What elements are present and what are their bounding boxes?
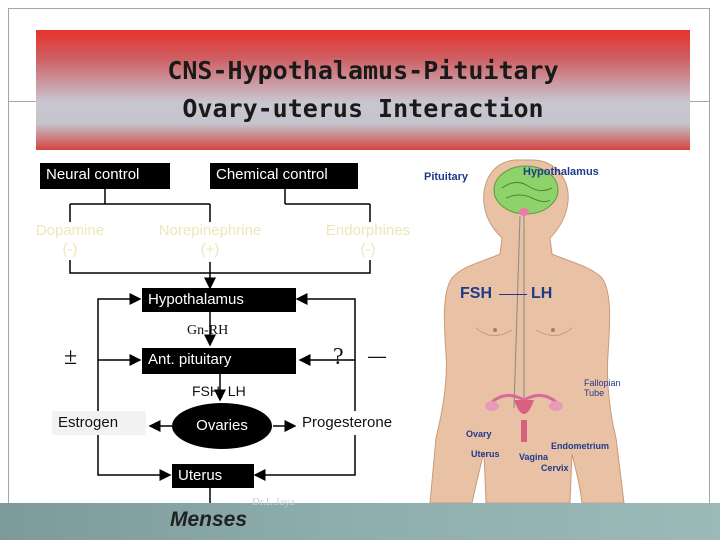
anatomy-label-vagina: Vagina — [519, 452, 549, 462]
vagina-organ — [521, 420, 527, 442]
chemical-branch-line — [284, 189, 371, 222]
pituitary-label: Ant. pituitary — [148, 351, 232, 368]
anatomy-label-ovary: Ovary — [466, 429, 492, 439]
anatomy-label-hypothalamus: Hypothalamus — [523, 166, 599, 178]
hypothalamus-label: Hypothalamus — [148, 291, 244, 308]
dopamine-node: Dopamine (-) — [22, 221, 118, 259]
progesterone-label: Progesterone — [302, 414, 393, 431]
norepinephrine-effect: (+) — [200, 241, 220, 258]
dopamine-label: Dopamine — [35, 222, 105, 239]
neural-control-box: Neural control — [40, 163, 170, 189]
endorphines-label: Endorphines — [325, 222, 411, 239]
uterus-organ — [514, 400, 534, 414]
estrogen-feedback-loop — [97, 293, 142, 412]
uterus-box: Uterus — [172, 464, 254, 488]
title-line-2: Ovary-uterus Interaction — [182, 94, 544, 123]
fsh-lh-label: FSH, LH — [192, 383, 246, 399]
divider-right — [690, 101, 710, 102]
body-silhouette — [429, 159, 625, 503]
estrogen-to-uterus — [97, 432, 172, 481]
anatomy-label-pituitary: Pituitary — [424, 171, 469, 183]
anatomy-label-endometrium: Endometrium — [551, 441, 610, 451]
title-line-1: CNS-Hypothalamus-Pituitary — [167, 56, 559, 85]
anatomy-label-uterus: Uterus — [471, 449, 500, 459]
pituitary-gland — [519, 208, 529, 216]
anatomy-label-fallopian-tube: Fallopian Tube — [584, 378, 621, 398]
uterus-label: Uterus — [178, 467, 223, 484]
estrogen-label: Estrogen — [58, 414, 119, 431]
footer-bar — [0, 503, 720, 540]
dopamine-to-hypothalamus — [69, 260, 371, 274]
menses-label: Menses — [170, 508, 248, 531]
fallopian-line-1: Fallopian — [584, 378, 621, 388]
slide-title: CNS-Hypothalamus-Pituitary Ovary-uterus … — [36, 52, 690, 128]
anatomy-illustration — [429, 159, 625, 503]
progesterone-feedback-question: ? — [333, 344, 344, 370]
norepinephrine-label: Norepinephrine — [158, 222, 262, 239]
anatomy-label-lh: LH — [531, 285, 553, 302]
pituitary-box: Ant. pituitary — [142, 348, 296, 374]
estrogen-feedback-sign: ± — [64, 344, 78, 370]
ovaries-node: Ovaries — [172, 403, 272, 449]
progesterone-box: Progesterone — [296, 411, 414, 435]
author-credit: Dr.L.Jaya — [252, 496, 295, 508]
title-banner — [36, 30, 690, 150]
hypothalamus-box: Hypothalamus — [142, 288, 296, 312]
chemical-control-box: Chemical control — [210, 163, 358, 189]
neural-branch-line — [69, 189, 211, 222]
endorphines-effect: (-) — [360, 241, 376, 258]
progesterone-to-uterus — [253, 432, 356, 481]
anatomy-label-fsh: FSH — [460, 285, 492, 302]
divider-left — [8, 101, 38, 102]
chemical-control-label: Chemical control — [216, 166, 328, 183]
fsh-lh-connector — [499, 294, 527, 295]
ovary-right — [549, 401, 563, 411]
progesterone-feedback-sign: — — [368, 346, 386, 366]
dopamine-effect: (-) — [62, 241, 78, 258]
norepinephrine-node: Norepinephrine (+) — [148, 221, 272, 259]
hormone-pathway — [513, 215, 525, 409]
ovaries-label: Ovaries — [196, 417, 248, 434]
endorphines-node: Endorphines (-) — [312, 221, 424, 259]
progesterone-feedback-loop — [295, 293, 356, 412]
neural-control-label: Neural control — [46, 166, 140, 183]
fallopian-line-2: Tube — [584, 388, 605, 398]
gnrh-label: Gn-RH — [187, 323, 229, 338]
anatomy-label-cervix: Cervix — [541, 463, 569, 473]
ovary-left — [485, 401, 499, 411]
estrogen-box: Estrogen — [52, 411, 146, 435]
